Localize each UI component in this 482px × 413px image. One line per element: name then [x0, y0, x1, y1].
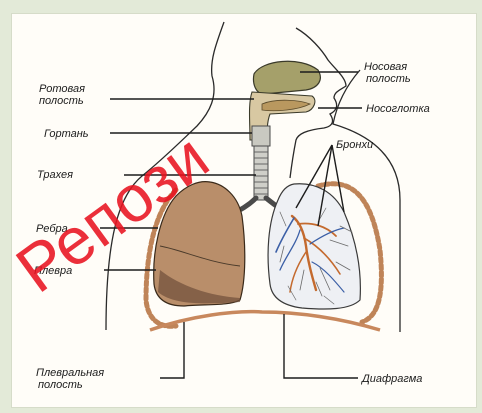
label-nasal-cavity-line1: Носовая — [364, 61, 407, 73]
trachea — [254, 146, 268, 200]
label-nasal-cavity-line2: полость — [366, 73, 411, 85]
nasal-cavity — [253, 61, 320, 94]
label-pleural-cavity-line1: Плевральная — [36, 367, 104, 379]
label-pleural-cavity-line2: полость — [38, 379, 83, 391]
label-diaphragm: Диафрагма — [360, 373, 422, 385]
label-larynx: Гортань — [44, 128, 89, 140]
label-trachea: Трахея — [37, 169, 73, 181]
label-oral-cavity-line1: Ротовая — [39, 83, 85, 95]
label-bronchi: Бронхи — [336, 139, 373, 151]
label-nasopharynx: Носоглотка — [366, 103, 430, 115]
larynx — [252, 126, 270, 146]
label-oral-cavity-line2: полость — [39, 95, 84, 107]
right-lung — [268, 184, 360, 309]
